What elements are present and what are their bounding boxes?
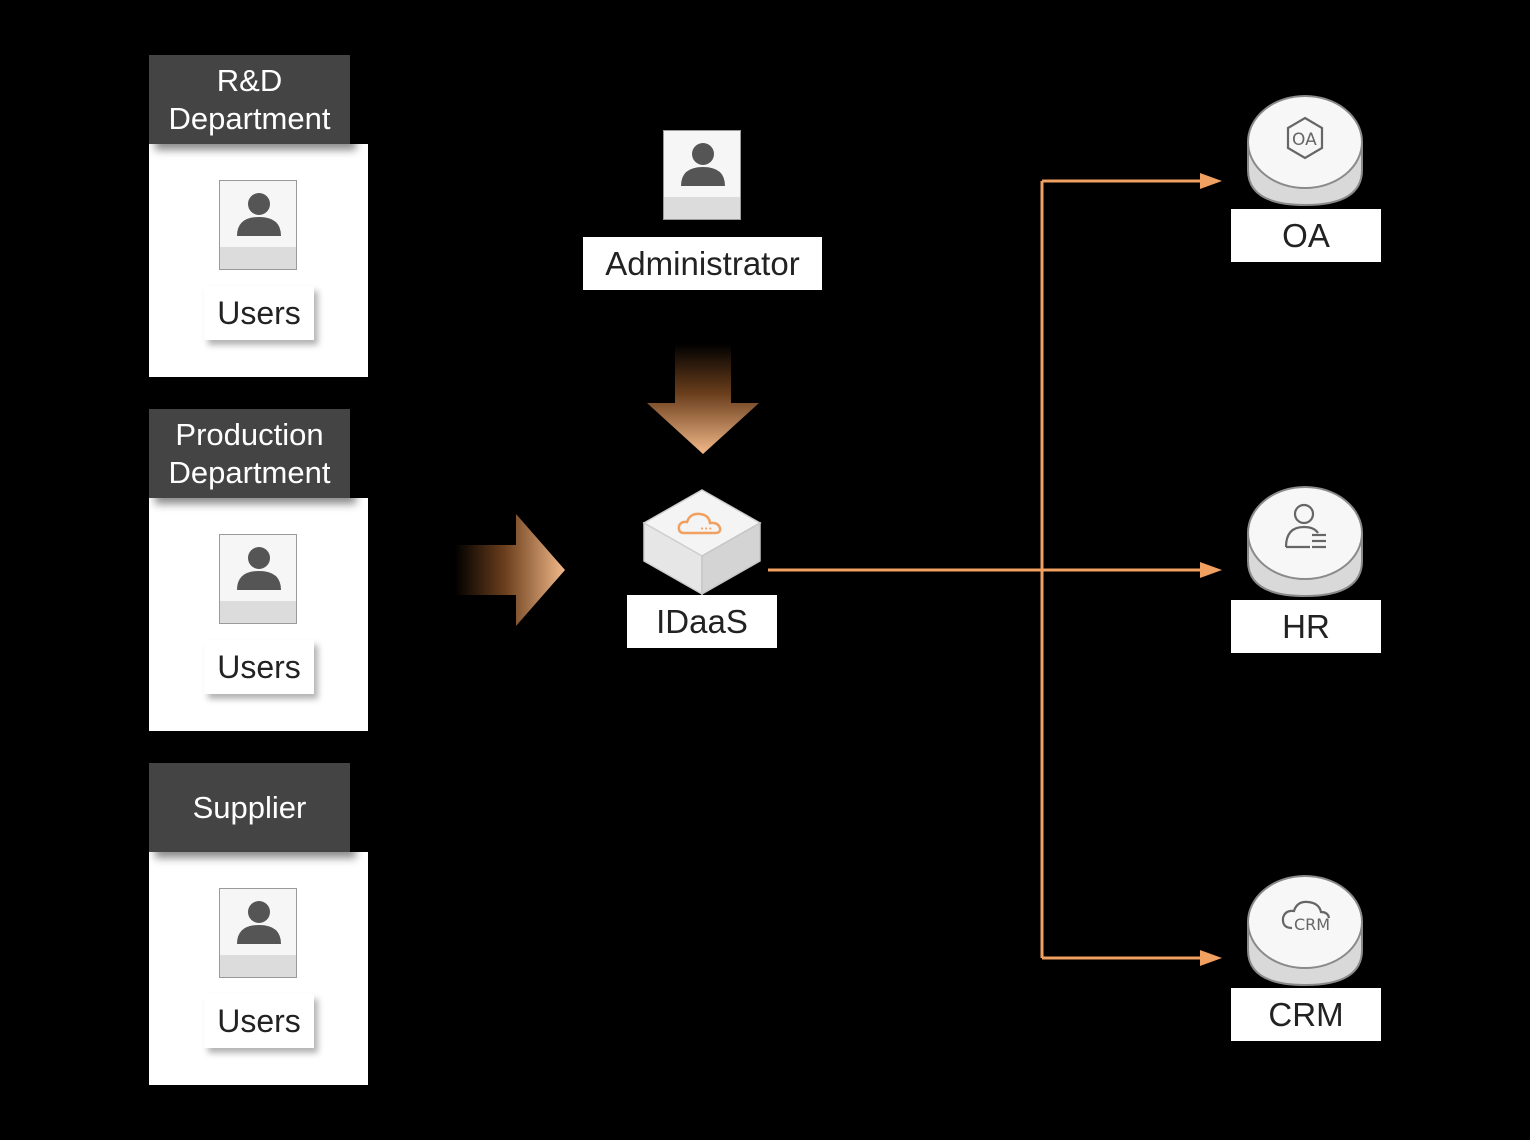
user-avatar-icon [219, 888, 297, 978]
users-label: Users [204, 286, 314, 340]
svg-text:OA: OA [1292, 130, 1317, 150]
user-avatar-icon [219, 534, 297, 624]
administrator-label: Administrator [583, 237, 822, 290]
crm-cloud-icon: CRM [1281, 900, 1330, 934]
arrowhead-hr [1200, 562, 1222, 578]
hr-app-disk [1247, 486, 1363, 598]
admin-arrow-down [647, 344, 759, 454]
user-avatar-icon [219, 180, 297, 270]
crm-app-disk: CRM [1247, 875, 1363, 987]
arrowhead-oa [1200, 173, 1222, 189]
svg-text:•••: ••• [700, 525, 712, 533]
crm-label: CRM [1231, 988, 1381, 1041]
users-label: Users [204, 994, 314, 1048]
idaas-label: IDaaS [627, 595, 777, 648]
group-title: Production Department [149, 409, 350, 498]
hr-label: HR [1231, 600, 1381, 653]
group-supplier: Supplier Users [149, 763, 369, 1085]
sync-arrow-right [455, 514, 565, 626]
group-title: Supplier [149, 763, 350, 852]
oa-label: OA [1231, 209, 1381, 262]
group-rd-department: R&D Department Users [149, 55, 369, 377]
users-label: Users [204, 640, 314, 694]
cloud-icon [677, 512, 722, 535]
idaas-cube-icon: ••• [642, 489, 762, 596]
arrowhead-crm [1200, 950, 1222, 966]
oa-icon: OA [1286, 116, 1324, 160]
oa-app-disk: OA [1247, 95, 1363, 207]
svg-text:CRM: CRM [1294, 915, 1330, 934]
administrator-avatar-icon [663, 130, 741, 220]
group-title: R&D Department [149, 55, 350, 144]
hr-user-icon [1284, 503, 1326, 549]
group-production-department: Production Department Users [149, 409, 369, 731]
